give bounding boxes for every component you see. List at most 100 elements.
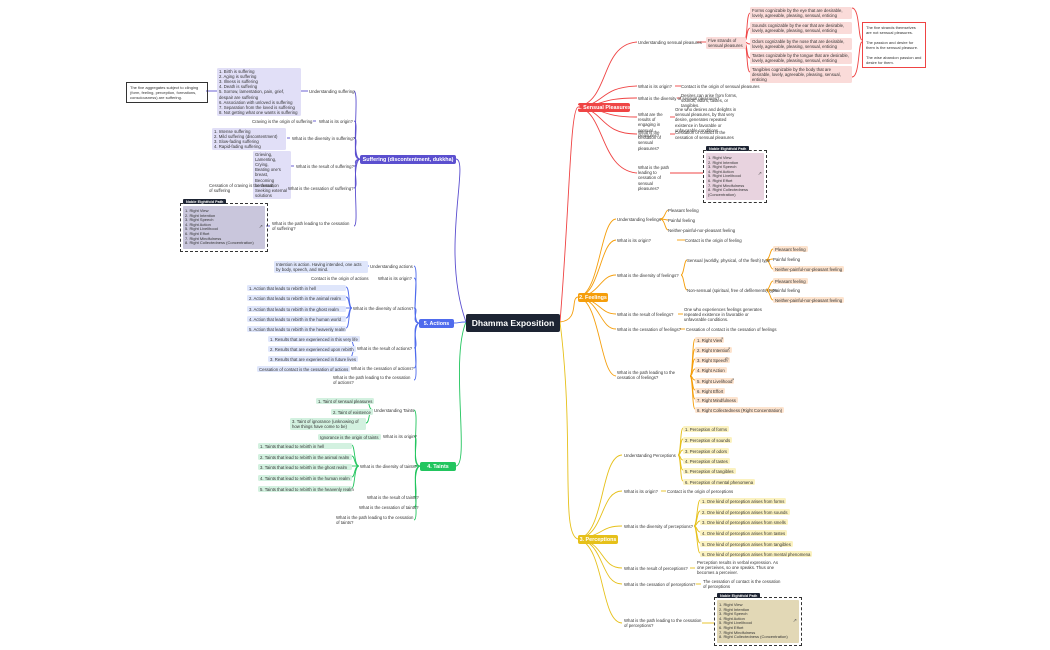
branch-suffering[interactable]: Suffering (discontentment, dukkha): [360, 155, 456, 164]
feelings-sensual-neither[interactable]: Neither-painful-nor-pleasant feeling: [773, 266, 845, 273]
perceptions-item-1[interactable]: 1. Perception of forms: [683, 426, 730, 433]
actions-path-question[interactable]: What is the path leading to the cessatio…: [333, 375, 411, 386]
taints-existence[interactable]: 2. Taint of existence: [331, 409, 373, 416]
taints-ignorance[interactable]: 3. Taint of ignorance (unknowing of how …: [290, 418, 366, 430]
perceptions-diversity-1[interactable]: 1. One kind of perception arises from fo…: [700, 498, 787, 505]
actions-result-3[interactable]: 3. Results that are experienced in futur…: [268, 356, 358, 363]
suffering-origin-answer[interactable]: Craving is the origin of suffering: [252, 119, 313, 124]
feelings-sensual-pleasant[interactable]: Pleasant feeling: [773, 246, 808, 253]
sensual-path-question[interactable]: What is the path leading to cessation of…: [638, 165, 670, 191]
sensual-five-strands[interactable]: Five strands of sensual pleasures: [706, 37, 746, 49]
actions-diversity-4[interactable]: 4. Action that leads to rebirth in the h…: [247, 316, 346, 323]
taints-diversity-question[interactable]: What is the diversity of taints?: [360, 464, 418, 469]
suffering-list[interactable]: 1. Birth is suffering 2. Aging is suffer…: [217, 68, 301, 117]
feelings-painful[interactable]: Painful feeling: [668, 218, 695, 223]
actions-diversity-5[interactable]: 5. Action that leads to rebirth in the h…: [247, 326, 346, 333]
perceptions-understanding[interactable]: Understanding Perceptions: [624, 453, 676, 458]
suffering-noble-eightfold-path[interactable]: Noble Eightfold Path 1. Right View 2. Ri…: [180, 199, 268, 252]
taints-diversity-1[interactable]: 1. Taints that lead to rebirth in hell: [258, 443, 352, 450]
sensual-results-question[interactable]: What are the results of engaging in sens…: [638, 112, 663, 138]
sensual-origin-question[interactable]: What is its origin?: [638, 84, 672, 89]
feelings-nonsensual-neither[interactable]: Neither-painful-nor-pleasant feeling: [773, 297, 845, 304]
feelings-cessation-answer[interactable]: Cessation of contact is the cessation of…: [686, 327, 777, 332]
feelings-nonsensual-pleasant[interactable]: Pleasant feeling: [773, 278, 808, 285]
actions-intention[interactable]: Intention is action. Having intended, on…: [274, 261, 368, 273]
actions-diversity-2[interactable]: 2. Action that leads to rebirth in the a…: [247, 295, 346, 302]
suffering-understanding[interactable]: Understanding suffering: [309, 89, 355, 94]
suffering-cessation-question[interactable]: What is the cessation of suffering?: [288, 186, 354, 191]
suffering-origin-question[interactable]: What is its origin?: [319, 119, 353, 124]
sensual-understanding[interactable]: Understanding sensual pleasures: [638, 40, 702, 45]
feelings-path-5[interactable]: 5. Right Livelihood: [695, 378, 735, 385]
sensual-origin-answer[interactable]: Contact is the origin of sensual pleasur…: [681, 84, 760, 89]
suffering-diversity-answer[interactable]: 1. Intense suffering 2. Mild suffering (…: [212, 128, 286, 150]
perceptions-cessation-question[interactable]: What is the cessation of perceptions?: [624, 582, 696, 587]
feelings-cessation-question[interactable]: What is the cessation of feelings?: [617, 327, 682, 332]
perceptions-diversity-5[interactable]: 5. One kind of perception arises from ta…: [700, 541, 793, 548]
perceptions-origin-answer[interactable]: Contact is the origin of perceptions: [667, 489, 734, 494]
branch-sensual-pleasures[interactable]: 1. Sensual Pleasures: [577, 103, 631, 112]
feelings-origin-question[interactable]: What is its origin?: [617, 238, 651, 243]
feelings-path-1[interactable]: 1. Right View: [695, 337, 725, 344]
feelings-path-7[interactable]: 7. Right Mindfulness: [695, 397, 738, 404]
taints-origin-answer[interactable]: Ignorance is the origin of taints: [318, 434, 381, 441]
external-link-icon[interactable]: ↗: [258, 224, 263, 230]
perceptions-item-2[interactable]: 2. Perception of sounds: [683, 437, 733, 444]
external-link-icon[interactable]: ↗: [731, 377, 735, 382]
feelings-origin-answer[interactable]: Contact is the origin of feeling: [685, 238, 742, 243]
actions-diversity-question[interactable]: What is the diversity of actions?: [353, 306, 414, 311]
external-link-icon[interactable]: ↗: [757, 171, 762, 177]
feelings-sensual-type[interactable]: Sensual (worldly, physical, of the flesh…: [687, 258, 771, 263]
sensual-diversity-question[interactable]: What is the diversity of sensual pleasur…: [638, 96, 720, 101]
root-node[interactable]: Dhamma Exposition: [466, 314, 560, 332]
suffering-path-question[interactable]: What is the path leading to the cessatio…: [272, 221, 350, 232]
feelings-path-6[interactable]: 6. Right Effort: [695, 388, 726, 395]
feelings-path-question[interactable]: What is the path leading to the cessatio…: [617, 370, 676, 381]
actions-result-question[interactable]: What is the result of actions?: [357, 346, 413, 351]
perceptions-item-5[interactable]: 5. Perception of tangibles: [683, 468, 736, 475]
sensual-sounds[interactable]: Sounds cognizable by the ear that are de…: [750, 22, 852, 34]
perceptions-result-answer[interactable]: Perception results in verbal expression.…: [697, 560, 778, 576]
sensual-results-answer[interactable]: One who desires and delights in sensual …: [675, 107, 737, 133]
actions-result-1[interactable]: 1. Results that are experienced in this …: [268, 336, 360, 343]
taints-understanding[interactable]: Understanding Taints: [374, 408, 415, 413]
actions-cessation-answer[interactable]: Cessation of contact is the cessation of…: [257, 366, 351, 373]
taints-diversity-5[interactable]: 5. Taints that lead to rebirth in the he…: [258, 486, 354, 493]
branch-perceptions[interactable]: 3. Perceptions: [578, 535, 618, 544]
branch-taints[interactable]: 4. Taints: [420, 462, 456, 471]
sensual-tastes[interactable]: Tastes cognizable by the tongue that are…: [750, 52, 852, 64]
taints-path-question[interactable]: What is the path leading to the cessatio…: [336, 515, 414, 526]
feelings-path-3[interactable]: 3. Right Speech: [695, 357, 730, 364]
actions-result-2[interactable]: 2. Results that are experienced upon reb…: [268, 346, 356, 353]
feelings-pleasant[interactable]: Pleasant feeling: [668, 208, 699, 213]
perceptions-item-3[interactable]: 3. Perception of odors: [683, 448, 730, 455]
suffering-result-answer[interactable]: Grieving, Lamenting, Crying, Beating one…: [253, 151, 291, 200]
taints-diversity-3[interactable]: 3. Taints that lead to rebirth in the gh…: [258, 464, 352, 471]
feelings-path-2[interactable]: 2. Right Intention: [695, 347, 732, 354]
perceptions-origin-question[interactable]: What is its origin?: [624, 489, 658, 494]
perceptions-path-question[interactable]: What is the path leading to the cessatio…: [624, 618, 702, 629]
sensual-cessation-answer[interactable]: Cessation of contact is the cessation of…: [675, 130, 734, 141]
suffering-result-question[interactable]: What is the result of suffering?: [296, 164, 354, 169]
perceptions-diversity-3[interactable]: 3. One kind of perception arises from sm…: [700, 519, 788, 526]
perceptions-noble-eightfold-path[interactable]: Noble Eightfold Path 1. Right View 2. Ri…: [714, 593, 802, 646]
actions-cessation-question[interactable]: What is the cessation of actions?: [351, 366, 414, 371]
sensual-forms[interactable]: Forms cognizable by the eye that are des…: [750, 7, 852, 19]
sensual-tangibles[interactable]: Tangibles cognizable by the body that ar…: [750, 66, 852, 83]
sensual-diversity-answer[interactable]: Desires can arise from forms, sounds, od…: [681, 93, 738, 109]
perceptions-diversity-2[interactable]: 2. One kind of perception arises from so…: [700, 509, 790, 516]
sensual-cessation-question[interactable]: What is the cessation of sensual pleasur…: [638, 130, 661, 151]
taints-result-question[interactable]: What is the result of taints?: [367, 495, 419, 500]
external-link-icon[interactable]: ↗: [727, 346, 731, 351]
suffering-diversity-question[interactable]: What is the diversity in suffering?: [292, 136, 355, 141]
perceptions-diversity-question[interactable]: What is the diversity of perceptions?: [624, 524, 694, 529]
external-link-icon[interactable]: ↗: [720, 336, 724, 341]
perceptions-diversity-4[interactable]: 4. One kind of perception arises from ta…: [700, 530, 788, 537]
feelings-diversity-question[interactable]: What is the diversity of feelings?: [617, 273, 679, 278]
actions-diversity-1[interactable]: 1. Action that leads to rebirth in hell: [247, 285, 346, 292]
feelings-understanding[interactable]: Understanding feelings: [617, 217, 661, 222]
actions-origin-question[interactable]: What is its origin?: [378, 276, 412, 281]
perceptions-result-question[interactable]: What is the result of perceptions?: [624, 566, 688, 571]
feelings-neither[interactable]: Neither-painful-nor-pleasant feeling: [668, 228, 736, 233]
feelings-result-answer[interactable]: One who experiences feelings generates r…: [684, 307, 762, 323]
